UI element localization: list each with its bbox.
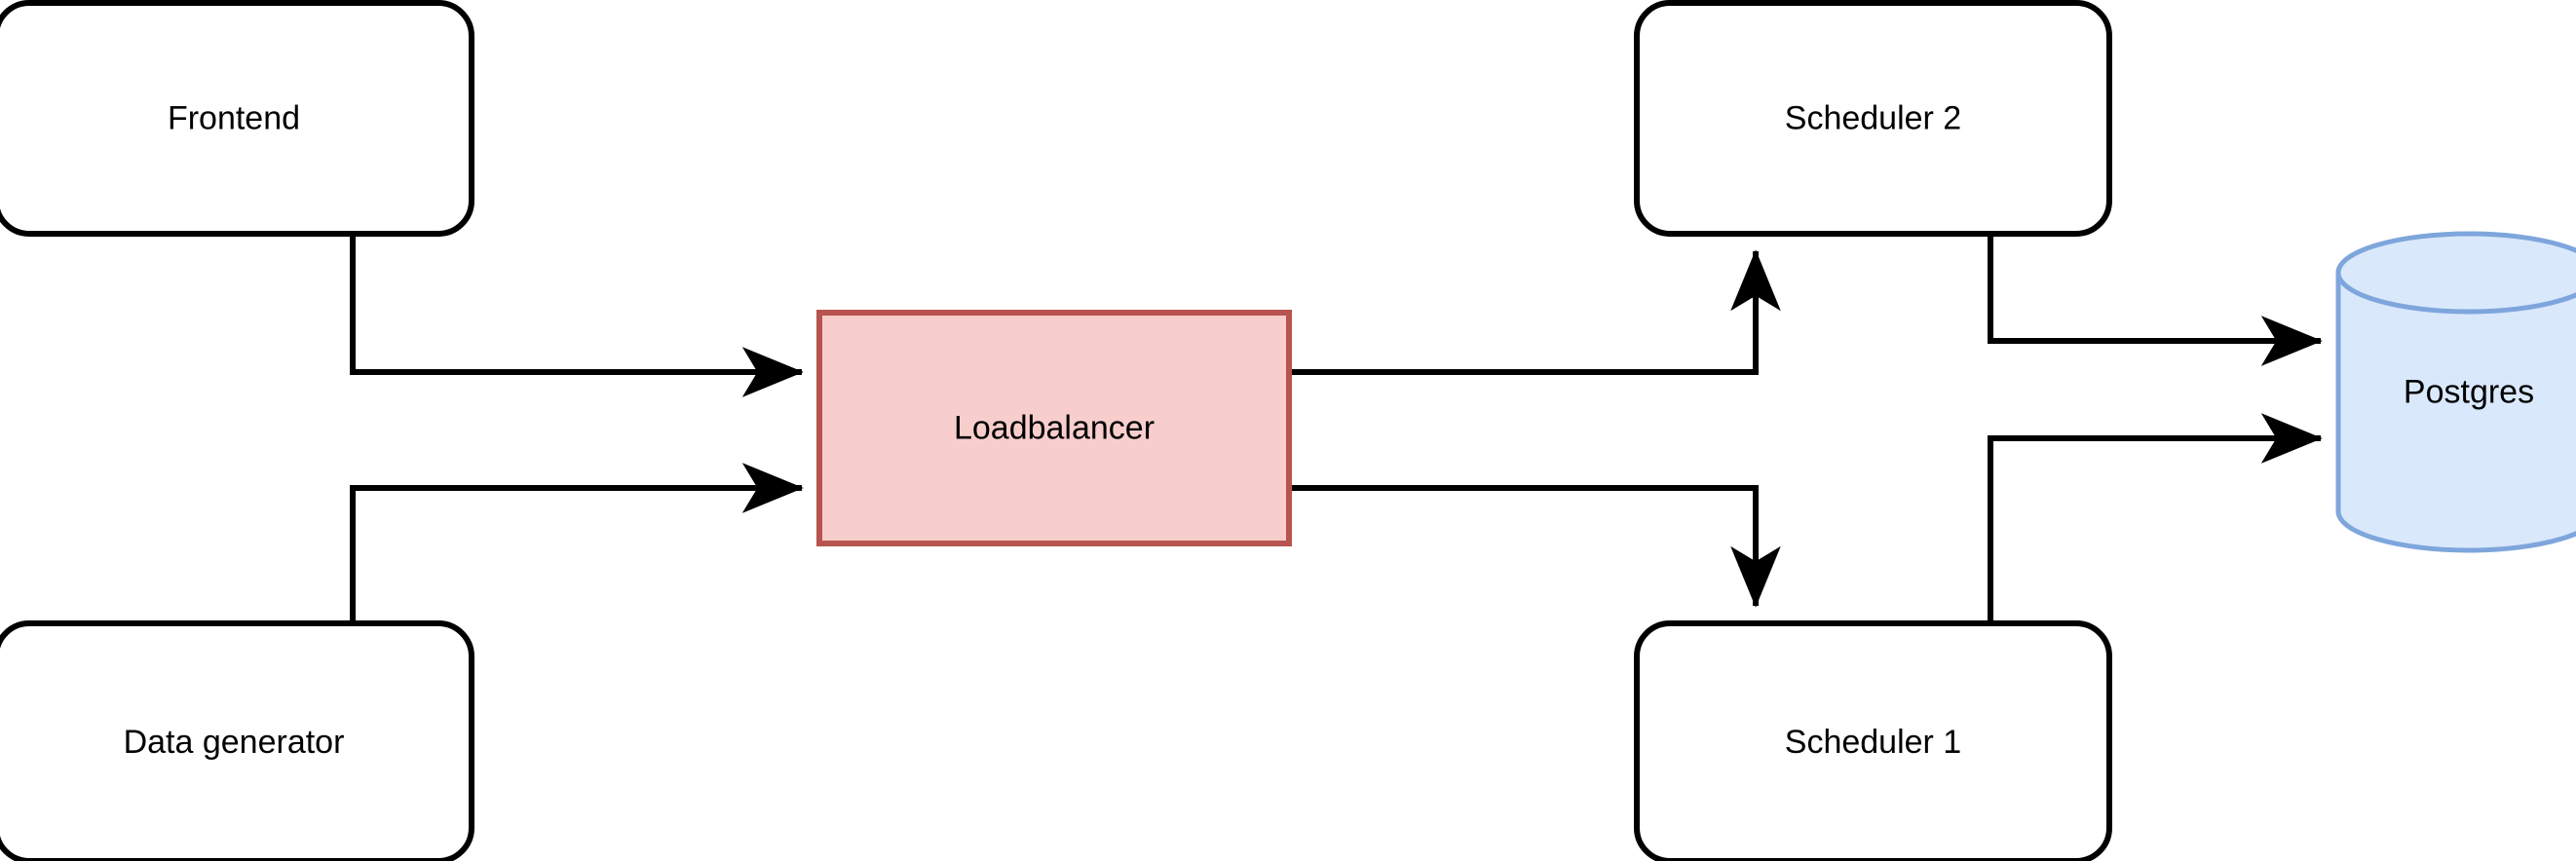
scheduler-2-box[interactable] — [1634, 0, 2112, 237]
edge-scheduler2-to-postgres — [1988, 234, 2323, 366]
loadbalancer-label: Loadbalancer — [954, 409, 1155, 446]
scheduler-1-box[interactable] — [1634, 620, 2112, 861]
node-scheduler-2[interactable]: Scheduler 2 — [1634, 0, 2112, 237]
edge-scheduler1-to-postgres — [1988, 413, 2323, 623]
edge-loadbalancer-to-scheduler1 — [1289, 485, 1781, 608]
edge-frontend-to-loadbalancer — [350, 234, 804, 397]
edge-loadbalancer-to-scheduler2 — [1289, 249, 1781, 375]
node-scheduler-1[interactable]: Scheduler 1 — [1634, 620, 2112, 861]
node-loadbalancer[interactable]: Loadbalancer — [816, 310, 1292, 546]
node-postgres[interactable]: Postgres — [2335, 231, 2576, 553]
data-generator-box[interactable] — [0, 620, 474, 861]
edge-datagenerator-to-loadbalancer — [350, 463, 804, 623]
scheduler-2-label: Scheduler 2 — [1785, 99, 1961, 136]
edge-layer — [350, 234, 2323, 623]
frontend-box[interactable] — [0, 0, 474, 237]
database-cylinder-top-ellipse — [2335, 272, 2576, 315]
loadbalancer-box[interactable] — [816, 310, 1292, 546]
database-cylinder-icon[interactable] — [2335, 231, 2576, 553]
data-generator-label: Data generator — [124, 724, 345, 761]
node-data-generator[interactable]: Data generator — [0, 620, 474, 861]
scheduler-1-label: Scheduler 1 — [1785, 724, 1961, 761]
node-frontend[interactable]: Frontend — [0, 0, 474, 237]
postgres-label: Postgres — [2404, 373, 2534, 410]
frontend-label: Frontend — [168, 99, 300, 136]
